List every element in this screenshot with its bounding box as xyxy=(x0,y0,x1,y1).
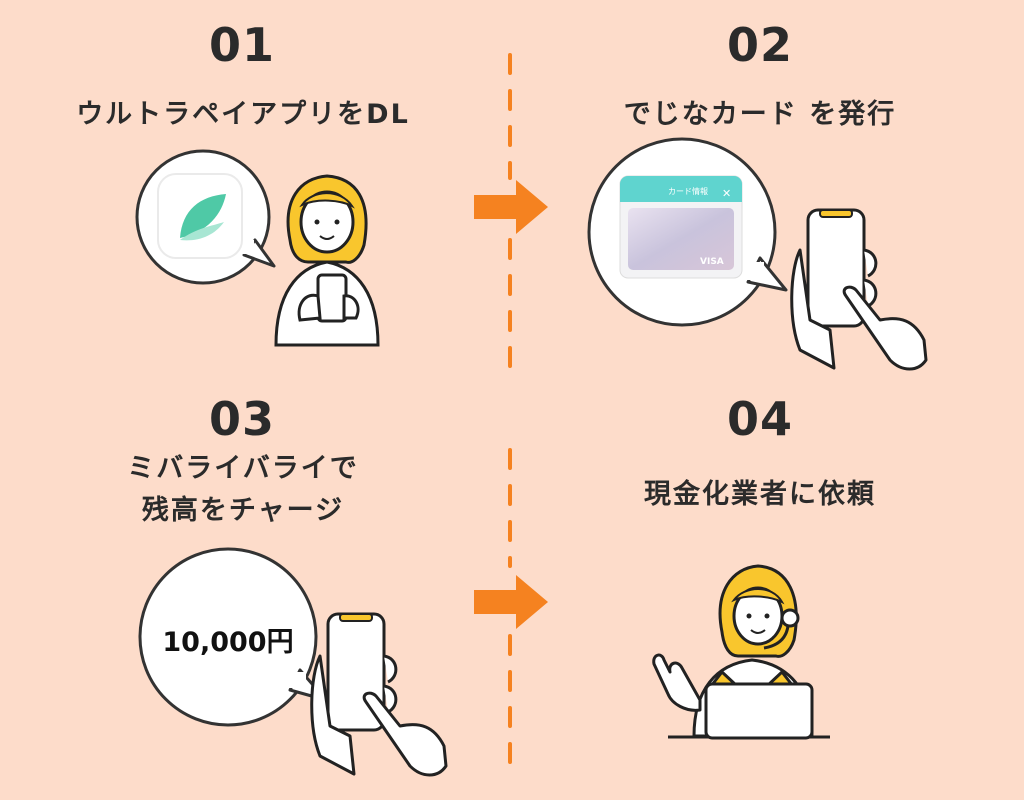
step-1-title: ウルトラペイアプリをDL xyxy=(76,99,410,130)
hand-holding-phone-illustration xyxy=(310,612,448,777)
step-1-number: 01 xyxy=(208,18,275,72)
card-brand-label: VISA xyxy=(700,257,724,267)
step-2-title: でじなカード を発行 xyxy=(623,99,897,130)
step-4-title: 現金化業者に依頼 xyxy=(644,479,876,510)
arrow-right-icon xyxy=(474,180,548,234)
step-3-title-line2: 残高をチャージ xyxy=(141,495,345,526)
step-4-number: 04 xyxy=(726,392,793,446)
app-icon xyxy=(157,173,243,259)
card-header-label: カード情報 xyxy=(668,186,708,196)
operator-with-headset-illustration xyxy=(652,564,830,740)
speech-bubble xyxy=(138,547,328,727)
arrow-right-icon xyxy=(474,575,548,629)
step-3-title-line1: ミバライバライで xyxy=(127,453,359,484)
charge-amount-label: 10,000円 xyxy=(162,627,294,658)
hand-holding-phone-illustration xyxy=(790,208,928,371)
woman-with-phone-illustration xyxy=(274,174,380,347)
step-3-number: 03 xyxy=(208,392,275,446)
svg-text:✕: ✕ xyxy=(722,187,731,200)
step-2-number: 02 xyxy=(726,18,793,72)
card-app-screenshot: カード情報 ✕ VISA xyxy=(619,175,743,279)
